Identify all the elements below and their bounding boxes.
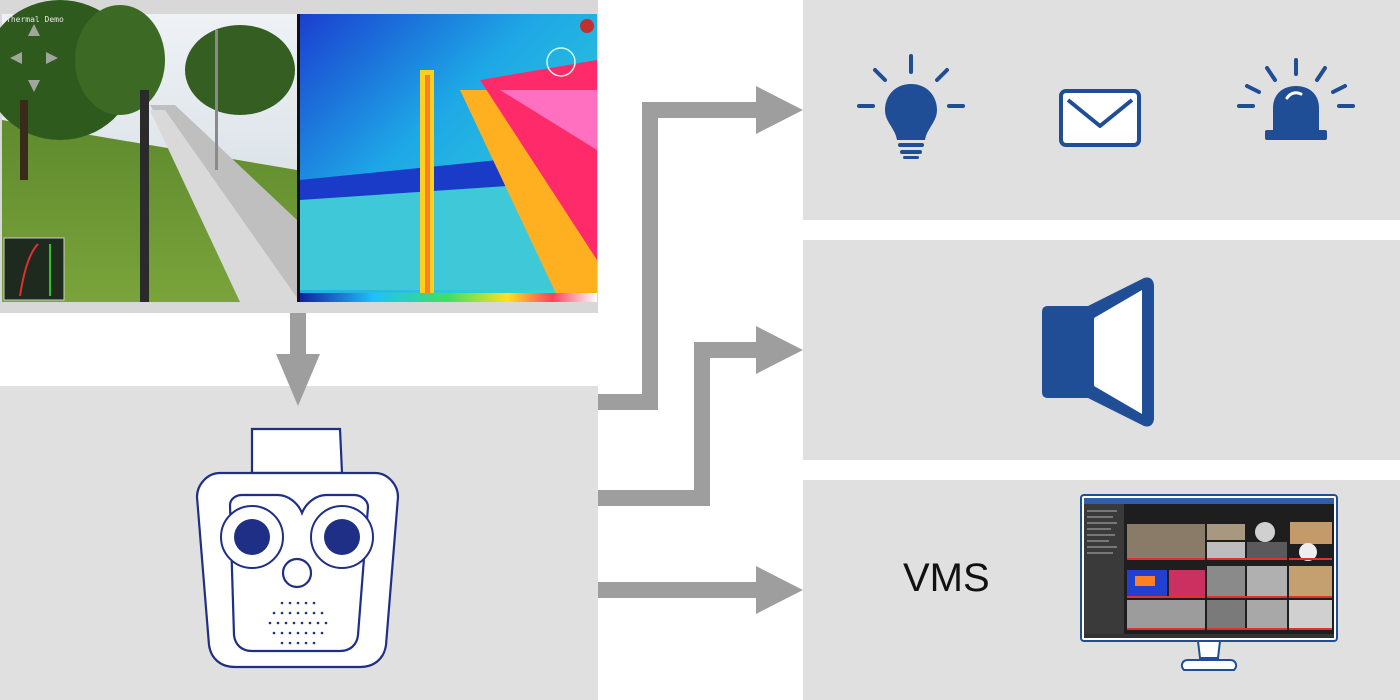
speaker-icon [1042, 277, 1154, 427]
thermal-overlay-label: Thermal Demo [6, 15, 64, 24]
arrow-to-audio [598, 326, 803, 506]
camera-image-split-view: Thermal Demo [0, 0, 598, 313]
visible-camera-image: Thermal Demo [0, 0, 300, 302]
dual-lens-camera-icon [195, 427, 400, 669]
alarm-beacon-icon [1237, 58, 1355, 140]
down-arrow [276, 313, 320, 406]
monitor-icon [1080, 494, 1338, 671]
envelope-icon [1059, 89, 1141, 147]
thermal-camera-image [300, 14, 597, 302]
arrow-to-notifications [598, 86, 803, 410]
vms-label: VMS [903, 556, 990, 600]
arrow-to-vms [598, 566, 803, 614]
lightbulb-icon [857, 54, 965, 159]
